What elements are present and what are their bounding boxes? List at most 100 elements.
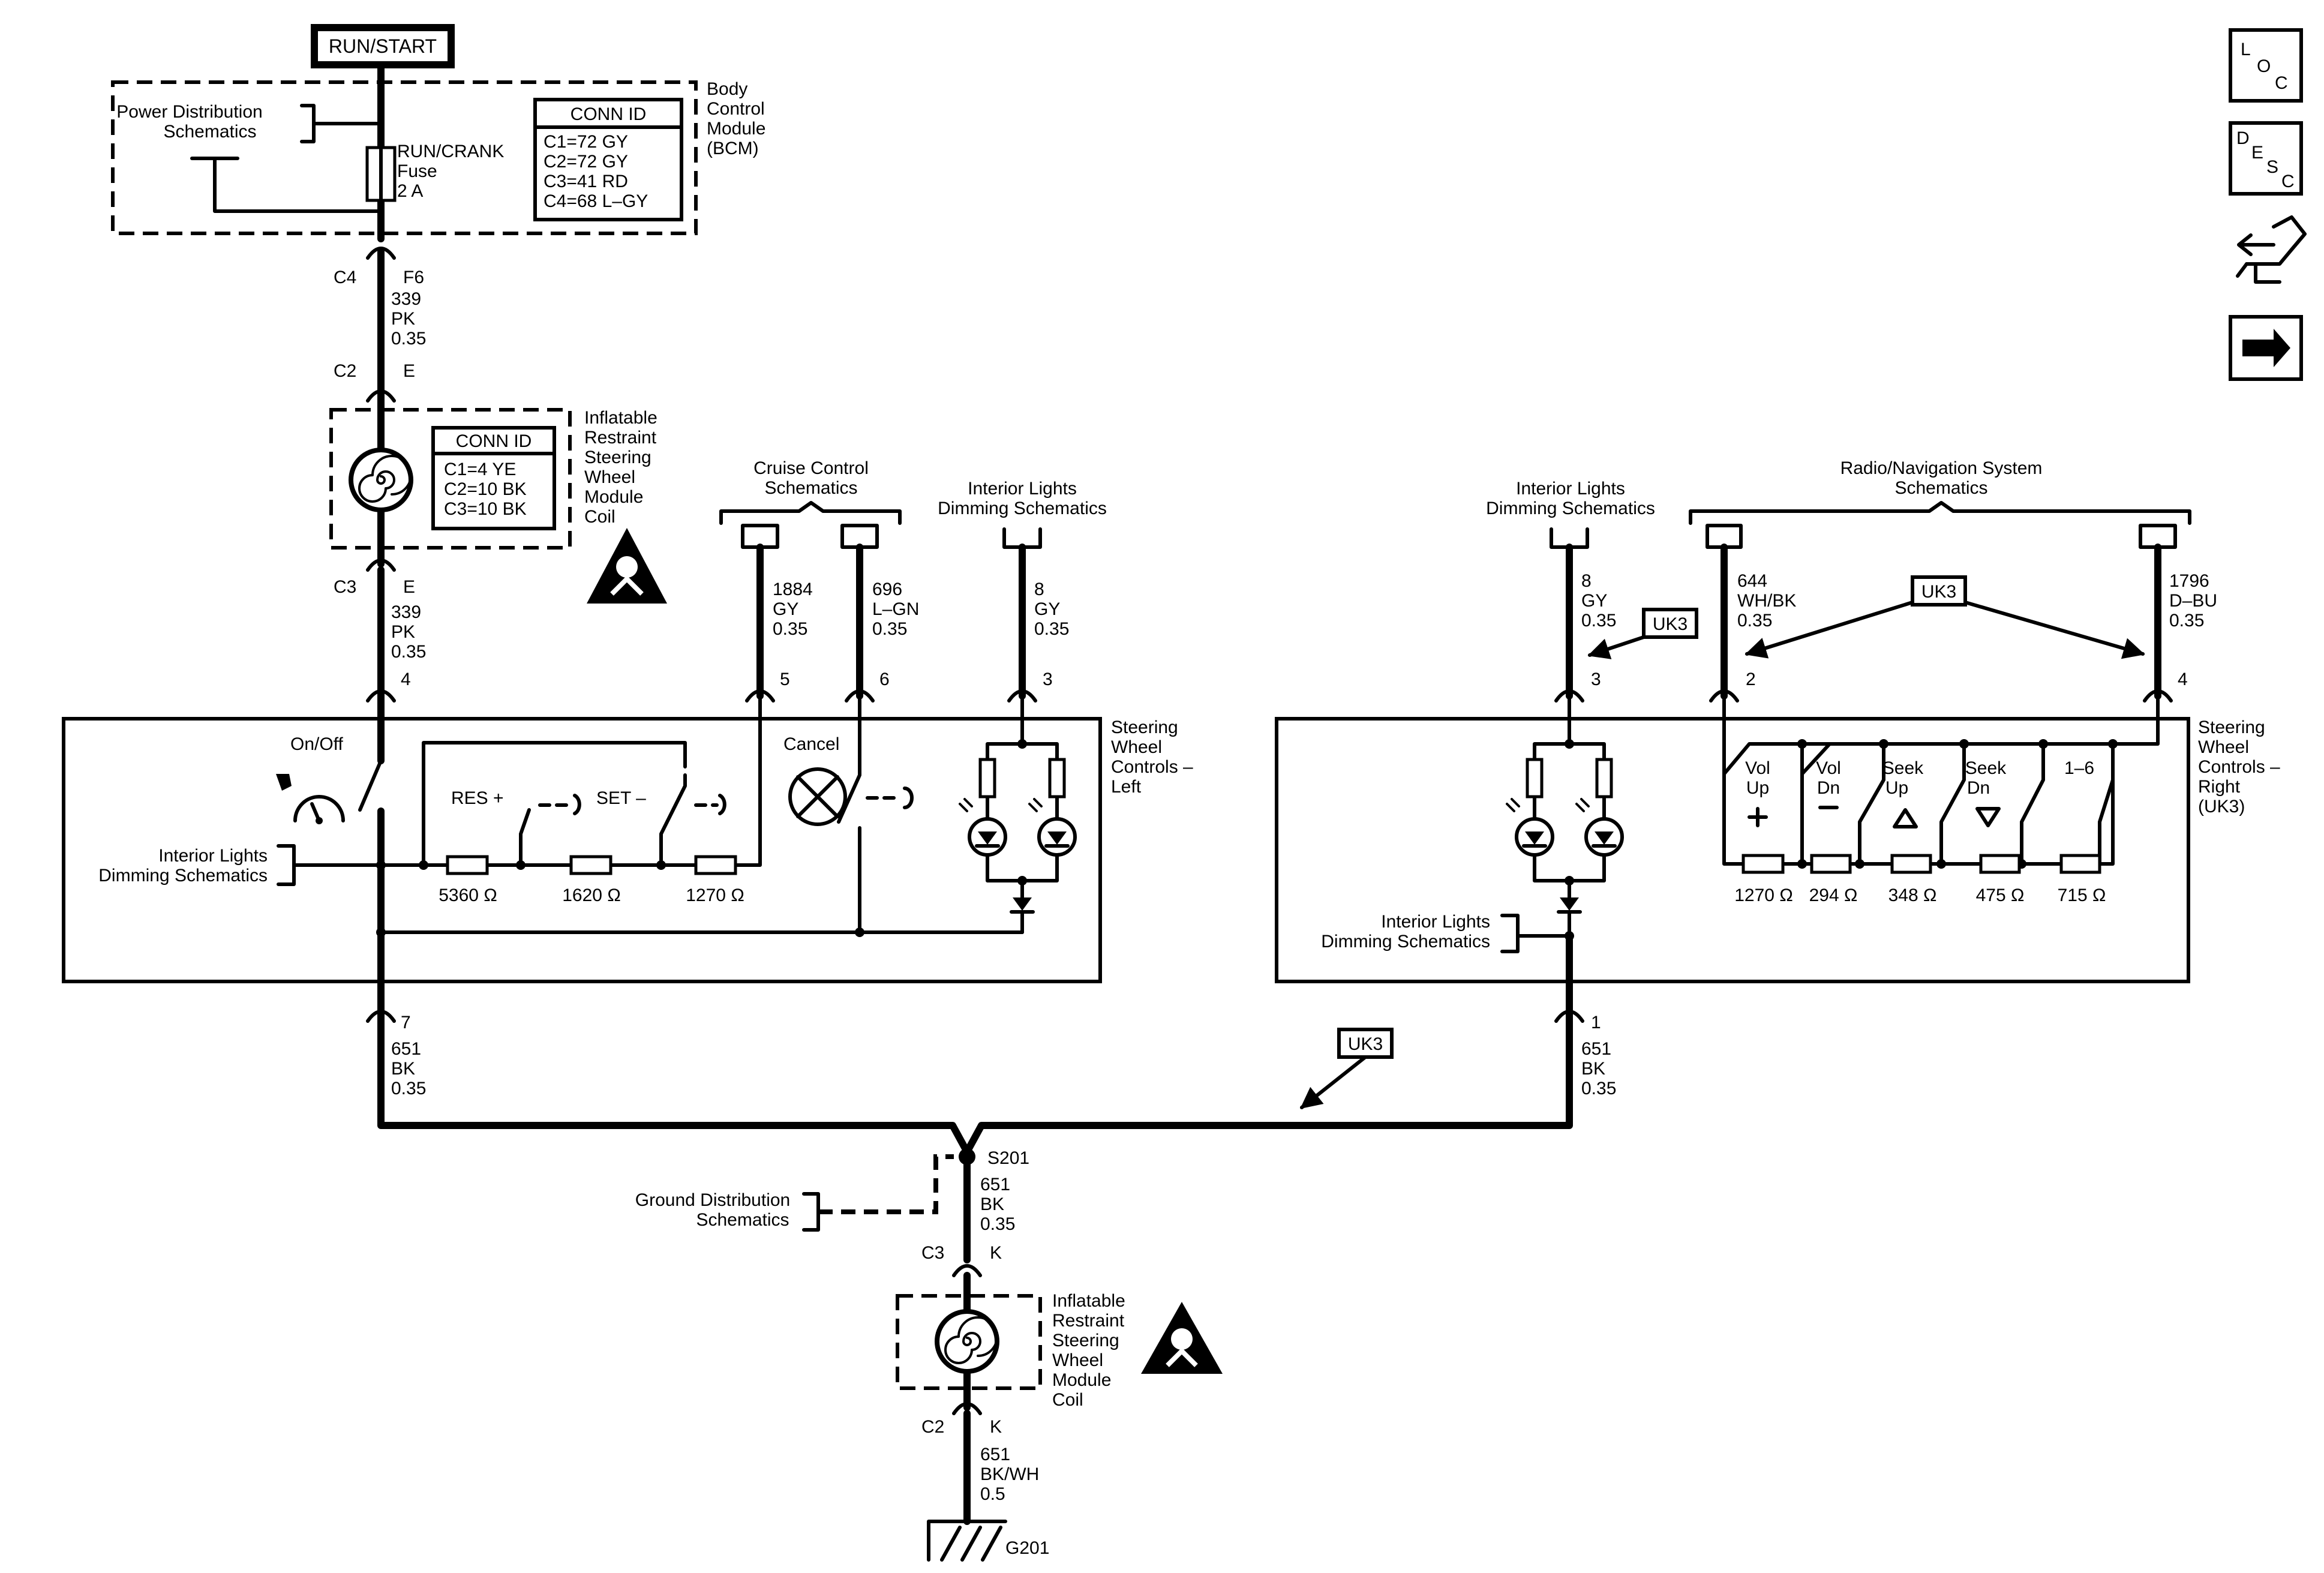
svg-text:0.35: 0.35	[391, 329, 426, 349]
svg-text:696: 696	[872, 580, 902, 599]
svg-text:Schematics: Schematics	[1894, 478, 1987, 498]
location-button[interactable]: L O C	[2229, 28, 2303, 103]
svg-text:0.35: 0.35	[2169, 611, 2204, 631]
uk3-tag-ground: UK3	[1300, 1028, 1394, 1109]
wire-651-right: 651 BK 0.35	[1581, 1039, 1616, 1098]
svg-text:WH/BK: WH/BK	[1737, 591, 1796, 611]
left-pin-4: 4	[401, 670, 411, 689]
svg-text:Control: Control	[707, 99, 765, 119]
resistor-348: 348 Ω	[1888, 854, 1937, 905]
right-illumination-leds	[1506, 694, 1624, 938]
ground-distribution-ref[interactable]: Ground Distribution Schematics	[635, 1154, 954, 1232]
next-page-button[interactable]	[2229, 315, 2303, 381]
svg-text:Wheel: Wheel	[2198, 737, 2249, 757]
radio-navigation-ref[interactable]: Radio/Navigation System Schematics	[1689, 458, 2191, 549]
svg-text:Steering: Steering	[1111, 718, 1178, 737]
resistor-5360: 5360 Ω	[439, 855, 497, 905]
svg-text:0.35: 0.35	[872, 619, 907, 639]
svg-text:(UK3): (UK3)	[2198, 797, 2245, 816]
coil-top-spiral-icon	[349, 448, 413, 512]
seek-dn-switch[interactable]: Seek Dn	[1965, 758, 2007, 827]
cancel-label[interactable]: Cancel	[783, 734, 839, 754]
svg-text:C2=10 BK: C2=10 BK	[444, 479, 527, 499]
svg-text:BK: BK	[391, 1059, 415, 1079]
run-start-box: RUN/START	[311, 24, 455, 68]
svg-text:Module: Module	[584, 487, 643, 507]
svg-text:1884: 1884	[773, 580, 813, 599]
svg-text:Restraint: Restraint	[584, 428, 657, 448]
seek-up-switch[interactable]: Seek Up	[1882, 758, 1924, 828]
loc-icon-o: O	[2257, 56, 2271, 76]
svg-text:C1=4 YE: C1=4 YE	[444, 460, 516, 479]
cruise-control-ref[interactable]: Cruise Control Schematics	[719, 458, 902, 549]
svg-text:GY: GY	[1581, 591, 1607, 611]
svg-text:C3=41 RD: C3=41 RD	[544, 172, 628, 191]
svg-text:(BCM): (BCM)	[707, 139, 759, 158]
run-start-label: RUN/START	[329, 35, 437, 57]
connector-end-view-icon[interactable]	[2226, 210, 2307, 294]
svg-text:0.35: 0.35	[1737, 611, 1772, 631]
svg-text:1270 Ω: 1270 Ω	[686, 885, 744, 905]
coil-bottom-spiral-icon	[935, 1309, 999, 1374]
left-controls-box	[62, 717, 1102, 983]
svg-text:Inflatable: Inflatable	[584, 408, 657, 428]
interior-lights-right-ref[interactable]: Interior Lights Dimming Schematics	[1321, 912, 1571, 953]
resistor-715: 715 Ω	[2058, 854, 2106, 905]
svg-text:348 Ω: 348 Ω	[1888, 885, 1937, 905]
svg-text:Controls –: Controls –	[1111, 757, 1193, 777]
desc-icon-d: D	[2236, 128, 2250, 148]
pin-e-mid: E	[403, 577, 415, 597]
svg-text:C4=68 L–GY: C4=68 L–GY	[544, 191, 648, 211]
pin-c3-bottom: C3	[921, 1243, 944, 1263]
connector-c2-top	[366, 389, 396, 403]
interior-lights-top-left-ref[interactable]: Interior Lights Dimming Schematics	[938, 479, 1107, 549]
res-plus-label[interactable]: RES +	[451, 788, 504, 808]
right-pin-1: 1	[1591, 1013, 1601, 1032]
left-controls-label: Steering Wheel Controls – Left	[1111, 718, 1193, 797]
preset-1-6-switch[interactable]: 1–6	[2064, 758, 2094, 778]
description-button[interactable]: D E S C	[2229, 121, 2303, 196]
resistor-294: 294 Ω	[1809, 854, 1857, 905]
pin-k-bottom: K	[990, 1417, 1002, 1437]
svg-text:GY: GY	[773, 599, 798, 619]
svg-text:8: 8	[1581, 571, 1592, 591]
svg-text:Interior Lights: Interior Lights	[158, 846, 268, 866]
on-off-label: On/Off	[290, 734, 343, 754]
svg-text:0.35: 0.35	[980, 1214, 1015, 1234]
left-pin-3: 3	[1043, 670, 1053, 689]
ground-g201-icon: G201	[927, 1520, 1049, 1562]
vol-dn-switch[interactable]: Vol Dn	[1816, 758, 1841, 809]
svg-text:0.5: 0.5	[980, 1484, 1005, 1504]
svg-text:Coil: Coil	[584, 507, 615, 527]
svg-text:BK: BK	[980, 1194, 1004, 1214]
interior-lights-left-ref[interactable]: Interior Lights Dimming Schematics	[98, 844, 296, 886]
svg-text:Wheel: Wheel	[1052, 1350, 1103, 1370]
pin-f6: F6	[403, 268, 424, 287]
set-minus-label[interactable]: SET –	[596, 788, 646, 808]
coil-top-boundary	[329, 408, 572, 550]
svg-text:Inflatable: Inflatable	[1052, 1291, 1125, 1311]
wire-8-right: 8 GY 0.35	[1581, 571, 1616, 631]
svg-text:644: 644	[1737, 571, 1767, 591]
splice-s201: S201	[959, 1148, 1029, 1168]
connector-c3-bottom	[952, 1264, 982, 1277]
svg-text:Dn: Dn	[1967, 778, 1990, 798]
connector-c3-mid	[366, 559, 396, 572]
svg-text:Right: Right	[2198, 777, 2241, 797]
power-distribution-ref[interactable]: Power Distribution Schematics	[116, 102, 383, 213]
svg-text:Dimming Schematics: Dimming Schematics	[1486, 499, 1655, 518]
bcm-label: Body Control Module (BCM)	[707, 79, 765, 158]
pin-c2-top: C2	[334, 361, 356, 381]
svg-text:Interior Lights: Interior Lights	[1381, 912, 1490, 932]
wire-651-left: 651 BK 0.35	[391, 1039, 426, 1098]
vol-up-switch[interactable]: Vol Up	[1745, 758, 1770, 827]
svg-text:C3=10 BK: C3=10 BK	[444, 499, 527, 519]
airbag-warning-icon	[587, 528, 667, 604]
interior-lights-top-right-ref[interactable]: Interior Lights Dimming Schematics	[1486, 479, 1655, 549]
svg-text:Interior Lights: Interior Lights	[968, 479, 1077, 499]
svg-text:UK3: UK3	[1653, 614, 1688, 634]
svg-text:Coil: Coil	[1052, 1390, 1083, 1410]
cruise-speedometer-icon	[276, 774, 345, 824]
left-pin-5: 5	[780, 670, 790, 689]
